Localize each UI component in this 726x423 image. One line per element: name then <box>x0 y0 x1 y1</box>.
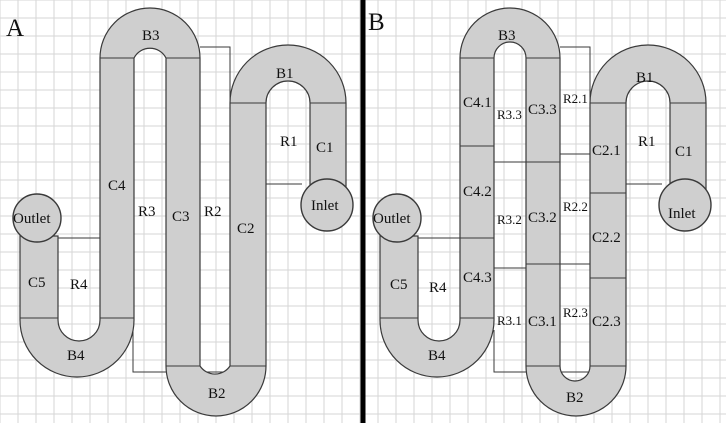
panel-a-label-b4: B4 <box>67 348 85 364</box>
panel-b-label-c2-1: C2.1 <box>592 143 621 159</box>
panel-b: B B3 B1 R1 C1 C4.1 C4.2 C4.3 R3.3 R3.2 R… <box>368 7 712 417</box>
panel-a-label-c3: C3 <box>172 209 190 225</box>
panel-a-label-b2: B2 <box>208 386 226 402</box>
panel-b-label-c3-3: C3.3 <box>528 102 557 118</box>
panel-b-label-r2-2: R2.2 <box>563 199 588 214</box>
panel-a-label-r1: R1 <box>280 134 298 150</box>
panel-b-label-c4-1: C4.1 <box>463 95 492 111</box>
panel-b-label-b3: B3 <box>498 28 516 44</box>
panel-b-label-c3-2: C3.2 <box>528 210 557 226</box>
panel-a-label-outlet: Outlet <box>13 211 51 227</box>
panel-b-label-c2-3: C2.3 <box>592 314 621 330</box>
panel-b-label-r2-1: R2.1 <box>563 91 588 106</box>
panel-b-label-c1: C1 <box>675 144 693 160</box>
panel-a-letter: A <box>6 15 24 42</box>
panel-b-outlet-port <box>372 193 422 243</box>
panel-a-label-r3: R3 <box>138 204 156 220</box>
panel-b-label-r4: R4 <box>429 280 447 296</box>
panel-a-label-c1: C1 <box>316 140 334 156</box>
panel-b-inlet-port <box>658 178 712 232</box>
panel-b-r3-outline <box>493 330 526 373</box>
panel-b-label-r3-1: R3.1 <box>497 313 522 328</box>
panel-b-label-outlet: Outlet <box>373 211 411 227</box>
panel-a-label-c5: C5 <box>28 275 46 291</box>
panel-a-r3-outline <box>132 330 166 373</box>
panel-a-label-r2: R2 <box>204 204 222 220</box>
panel-a-label-r4: R4 <box>70 277 88 293</box>
panel-b-label-c5: C5 <box>390 277 408 293</box>
panel-b-label-c4-2: C4.2 <box>463 184 492 200</box>
panel-b-label-b1: B1 <box>636 70 654 86</box>
panel-b-label-r3-2: R3.2 <box>497 212 522 227</box>
panel-b-label-r3-3: R3.3 <box>497 107 522 122</box>
panel-a-label-c2: C2 <box>237 221 255 237</box>
panel-b-label-inlet: Inlet <box>668 206 696 222</box>
panel-a: A B3 B1 R1 C1 C4 R3 C3 R2 C2 Inlet Outle… <box>6 7 354 417</box>
panel-b-label-c4-3: C4.3 <box>463 270 492 286</box>
panel-b-label-r1: R1 <box>638 134 656 150</box>
panel-b-letter: B <box>368 9 385 36</box>
panel-a-outlet-port <box>12 193 62 243</box>
panel-a-inlet-port <box>300 178 354 232</box>
panel-a-label-c4: C4 <box>108 178 126 194</box>
panel-b-label-c2-2: C2.2 <box>592 230 621 246</box>
panel-b-label-r2-3: R2.3 <box>563 305 588 320</box>
panel-a-label-b1: B1 <box>276 66 294 82</box>
panel-b-label-b2: B2 <box>566 390 584 406</box>
panel-b-label-b4: B4 <box>428 348 446 364</box>
panel-a-label-b3: B3 <box>142 28 160 44</box>
panel-a-label-inlet: Inlet <box>311 198 339 214</box>
panel-b-label-c3-1: C3.1 <box>528 314 557 330</box>
